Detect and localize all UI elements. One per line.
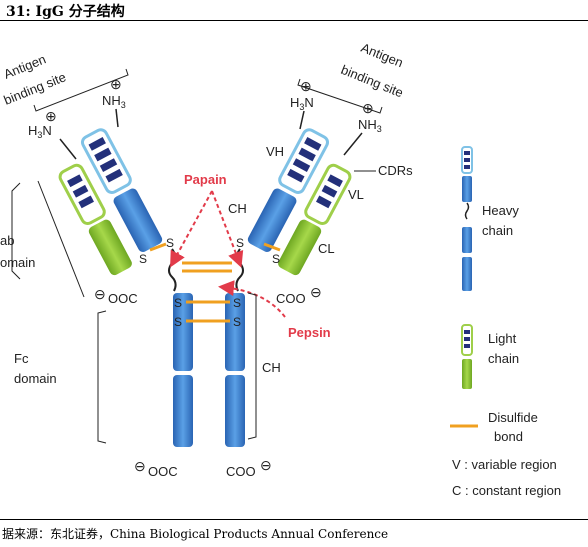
svg-text:ab: ab: [0, 233, 14, 248]
cdr-band: [67, 174, 83, 188]
left-cl-domain: [88, 219, 132, 276]
cl-label: CL: [318, 241, 335, 256]
ch-top-label: CH: [228, 201, 247, 216]
cdr-band: [292, 158, 311, 172]
c-terminus-labels: ⊖ OOC COO ⊖ ⊖ OOC COO ⊖: [94, 284, 322, 479]
disulfide-bonds: [149, 242, 281, 323]
legend-heavy-chain: Heavy chain: [461, 146, 519, 291]
hinge-right: [235, 248, 244, 292]
fc-left-ch3: [173, 375, 193, 447]
svg-text:NH3: NH3: [358, 117, 382, 134]
svg-text:chain: chain: [482, 223, 513, 238]
n-terminus-right: ⊕ H3N ⊕ NH3: [290, 78, 382, 156]
legend-variable: V : variable region: [452, 457, 557, 472]
legend-disulfide-bond: Disulfide bond: [450, 410, 538, 444]
cdr-band: [78, 195, 94, 209]
svg-text:Fc: Fc: [14, 351, 29, 366]
ch-side-bracket: CH: [247, 292, 281, 440]
right-cl-domain: [278, 219, 322, 276]
cdr-band: [287, 168, 305, 183]
svg-text:S: S: [166, 236, 174, 250]
svg-text:chain: chain: [488, 351, 519, 366]
legend-light-chain: Light chain: [461, 324, 519, 389]
papain-label: Papain: [184, 172, 227, 187]
svg-text:⊕: ⊕: [300, 78, 312, 94]
svg-text:S: S: [233, 315, 241, 329]
left-ch1-domain: [113, 188, 163, 252]
svg-text:NH3: NH3: [102, 93, 126, 110]
papain-cleavage: Papain: [170, 172, 244, 268]
right-fab-arm: [247, 128, 352, 276]
svg-text:S: S: [272, 252, 280, 266]
fab-domain-bracket: ab omain: [0, 180, 85, 298]
svg-text:Light: Light: [488, 331, 517, 346]
svg-text:domain: domain: [14, 371, 57, 386]
svg-text:Disulfide: Disulfide: [488, 410, 538, 425]
igg-structure-diagram: S S S S S S S S Papain Pepsin Antigen bi…: [0, 40, 561, 498]
antigen-binding-site-right: Antigen binding site: [297, 40, 406, 114]
n-terminus-left: ⊕ H3N ⊕ NH3: [28, 76, 126, 160]
svg-text:OOC: OOC: [108, 291, 138, 306]
svg-text:S: S: [174, 315, 182, 329]
vh-label: VH: [266, 144, 284, 159]
cdr-band: [316, 195, 332, 209]
svg-text:CH: CH: [262, 360, 281, 375]
cdr-band: [88, 137, 106, 151]
cdr-band: [72, 184, 89, 198]
svg-text:⊕: ⊕: [45, 108, 57, 124]
svg-text:omain: omain: [0, 255, 35, 270]
svg-text:S: S: [233, 296, 241, 310]
pepsin-cleavage: Pepsin: [218, 280, 331, 340]
cdr-band: [327, 174, 343, 188]
cdr-band: [304, 137, 322, 151]
svg-text:Antigen: Antigen: [359, 40, 406, 70]
svg-text:S: S: [236, 236, 244, 250]
cdr-band: [105, 168, 123, 183]
hinge-left: [168, 248, 177, 292]
vl-label: VL: [348, 187, 364, 202]
svg-text:⊖: ⊖: [260, 457, 272, 473]
fc-domain-bracket: Fc domain: [14, 310, 107, 444]
svg-text:S: S: [174, 296, 182, 310]
svg-text:⊖: ⊖: [134, 458, 146, 474]
figure-title: 31: IgG 分子结构: [6, 4, 125, 20]
cdr-band: [298, 147, 316, 162]
cdrs-label: CDRs: [378, 163, 413, 178]
svg-text:⊖: ⊖: [94, 286, 106, 302]
svg-text:COO: COO: [276, 291, 306, 306]
sulfur-labels: S S S S S S S S: [139, 236, 280, 329]
source-note: 据来源：东北证券，China Biological Products Annua…: [2, 527, 389, 541]
svg-text:⊕: ⊕: [110, 76, 122, 92]
svg-text:H3N: H3N: [28, 123, 52, 140]
figure-footer: 据来源：东北证券，China Biological Products Annua…: [0, 519, 588, 547]
svg-text:bond: bond: [494, 429, 523, 444]
legend: Heavy chain Light chain Disulfide bond V…: [450, 146, 561, 498]
svg-text:Heavy: Heavy: [482, 203, 519, 218]
figure-header: 31: IgG 分子结构: [0, 0, 588, 21]
fc-right-ch2: [225, 293, 245, 371]
legend-constant: C : constant region: [452, 483, 561, 498]
cdr-band: [321, 184, 338, 198]
svg-text:⊕: ⊕: [362, 100, 374, 116]
pepsin-label: Pepsin: [288, 325, 331, 340]
cdr-band: [94, 147, 112, 162]
fc-left-ch2: [173, 293, 193, 371]
left-fab-arm: [58, 128, 163, 276]
svg-text:COO: COO: [226, 464, 256, 479]
svg-text:H3N: H3N: [290, 95, 314, 112]
fc-region: [173, 293, 245, 447]
svg-text:OOC: OOC: [148, 464, 178, 479]
fc-right-ch3: [225, 375, 245, 447]
svg-text:⊖: ⊖: [310, 284, 322, 300]
svg-text:S: S: [139, 252, 147, 266]
right-ch1-domain: [247, 188, 297, 252]
cdr-band: [99, 158, 118, 172]
